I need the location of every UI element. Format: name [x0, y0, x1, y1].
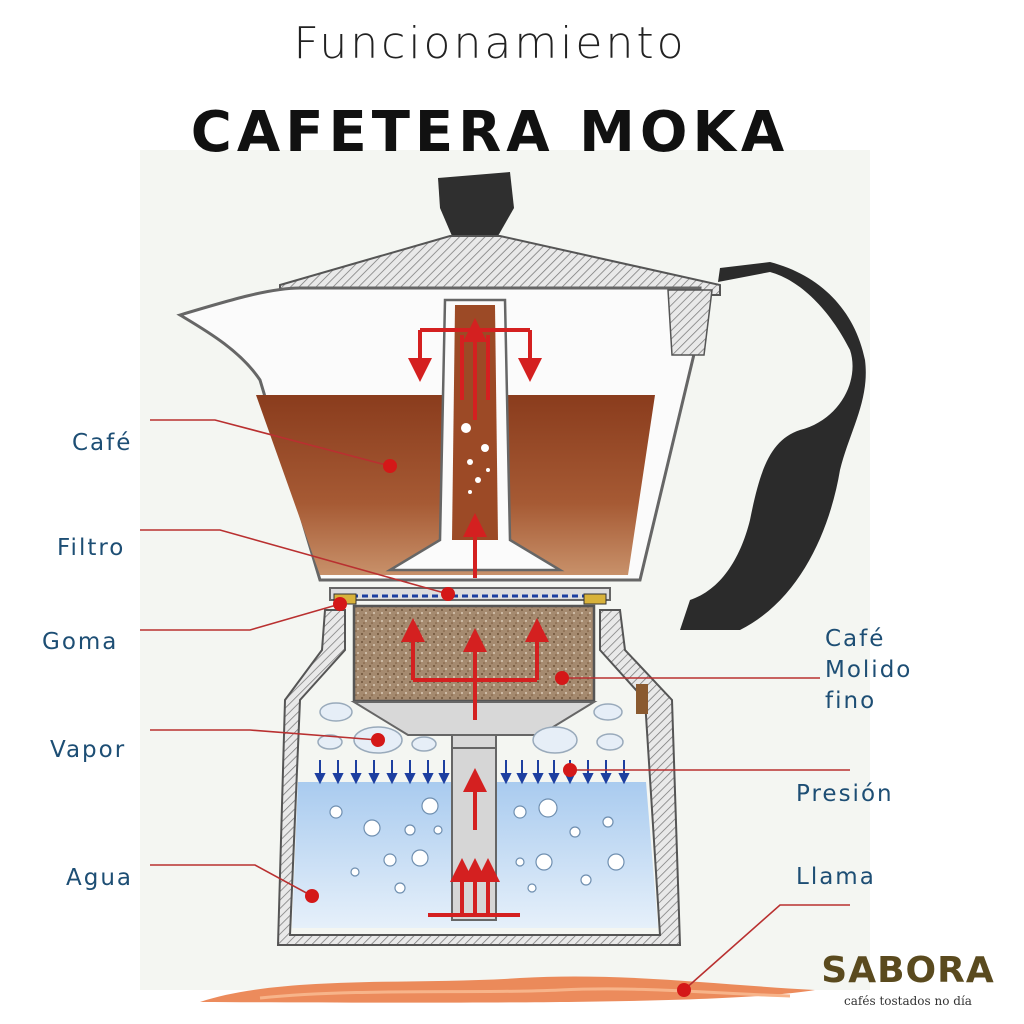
- brand-tagline: cafés tostados no día: [844, 994, 972, 1008]
- pressure-arrow-head: [500, 773, 512, 785]
- pressure-arrow-head: [404, 773, 416, 785]
- pressure-arrow-head: [532, 773, 544, 785]
- steam-clouds: [317, 702, 624, 754]
- tube-bubbles: [461, 423, 490, 494]
- label-presion: Presión: [796, 781, 894, 807]
- title-cafetera-moka: CAFETERA MOKA: [190, 100, 790, 165]
- pressure-arrow-head: [350, 773, 362, 785]
- water-bubbles: [329, 797, 625, 894]
- pressure-arrow-head: [548, 773, 560, 785]
- title-funcionamiento: Funcionamiento: [293, 18, 687, 69]
- label-cafe: Café: [72, 430, 133, 456]
- label-cafe-molido-1: Café: [825, 626, 886, 652]
- pressure-arrow-head: [582, 773, 594, 785]
- flow-arrows: [401, 318, 549, 917]
- pressure-arrow-head: [332, 773, 344, 785]
- brand-logo: SABORA: [821, 950, 995, 991]
- label-cafe-molido-3: fino: [825, 688, 877, 714]
- label-goma: Goma: [42, 629, 119, 655]
- upper-chamber: [176, 172, 866, 630]
- leader-dots: [305, 459, 691, 997]
- pressure-arrow-head: [368, 773, 380, 785]
- label-agua: Agua: [66, 865, 134, 891]
- label-filtro: Filtro: [57, 535, 126, 561]
- pressure-arrow-head: [386, 773, 398, 785]
- pressure-arrow-head: [314, 773, 326, 785]
- pressure-arrow-head: [600, 773, 612, 785]
- label-cafe-molido-2: Molido: [825, 657, 913, 683]
- lid-knob: [438, 172, 514, 236]
- label-vapor: Vapor: [50, 737, 127, 763]
- label-llama: Llama: [796, 864, 876, 890]
- pressure-arrow-head: [422, 773, 434, 785]
- pressure-arrow-head: [618, 773, 630, 785]
- handle: [680, 262, 866, 630]
- safety-valve: [636, 684, 648, 714]
- leader-lines: [140, 419, 850, 991]
- pressure-arrow-head: [516, 773, 528, 785]
- flame: [200, 976, 815, 1003]
- pressure-arrow-head: [438, 773, 450, 785]
